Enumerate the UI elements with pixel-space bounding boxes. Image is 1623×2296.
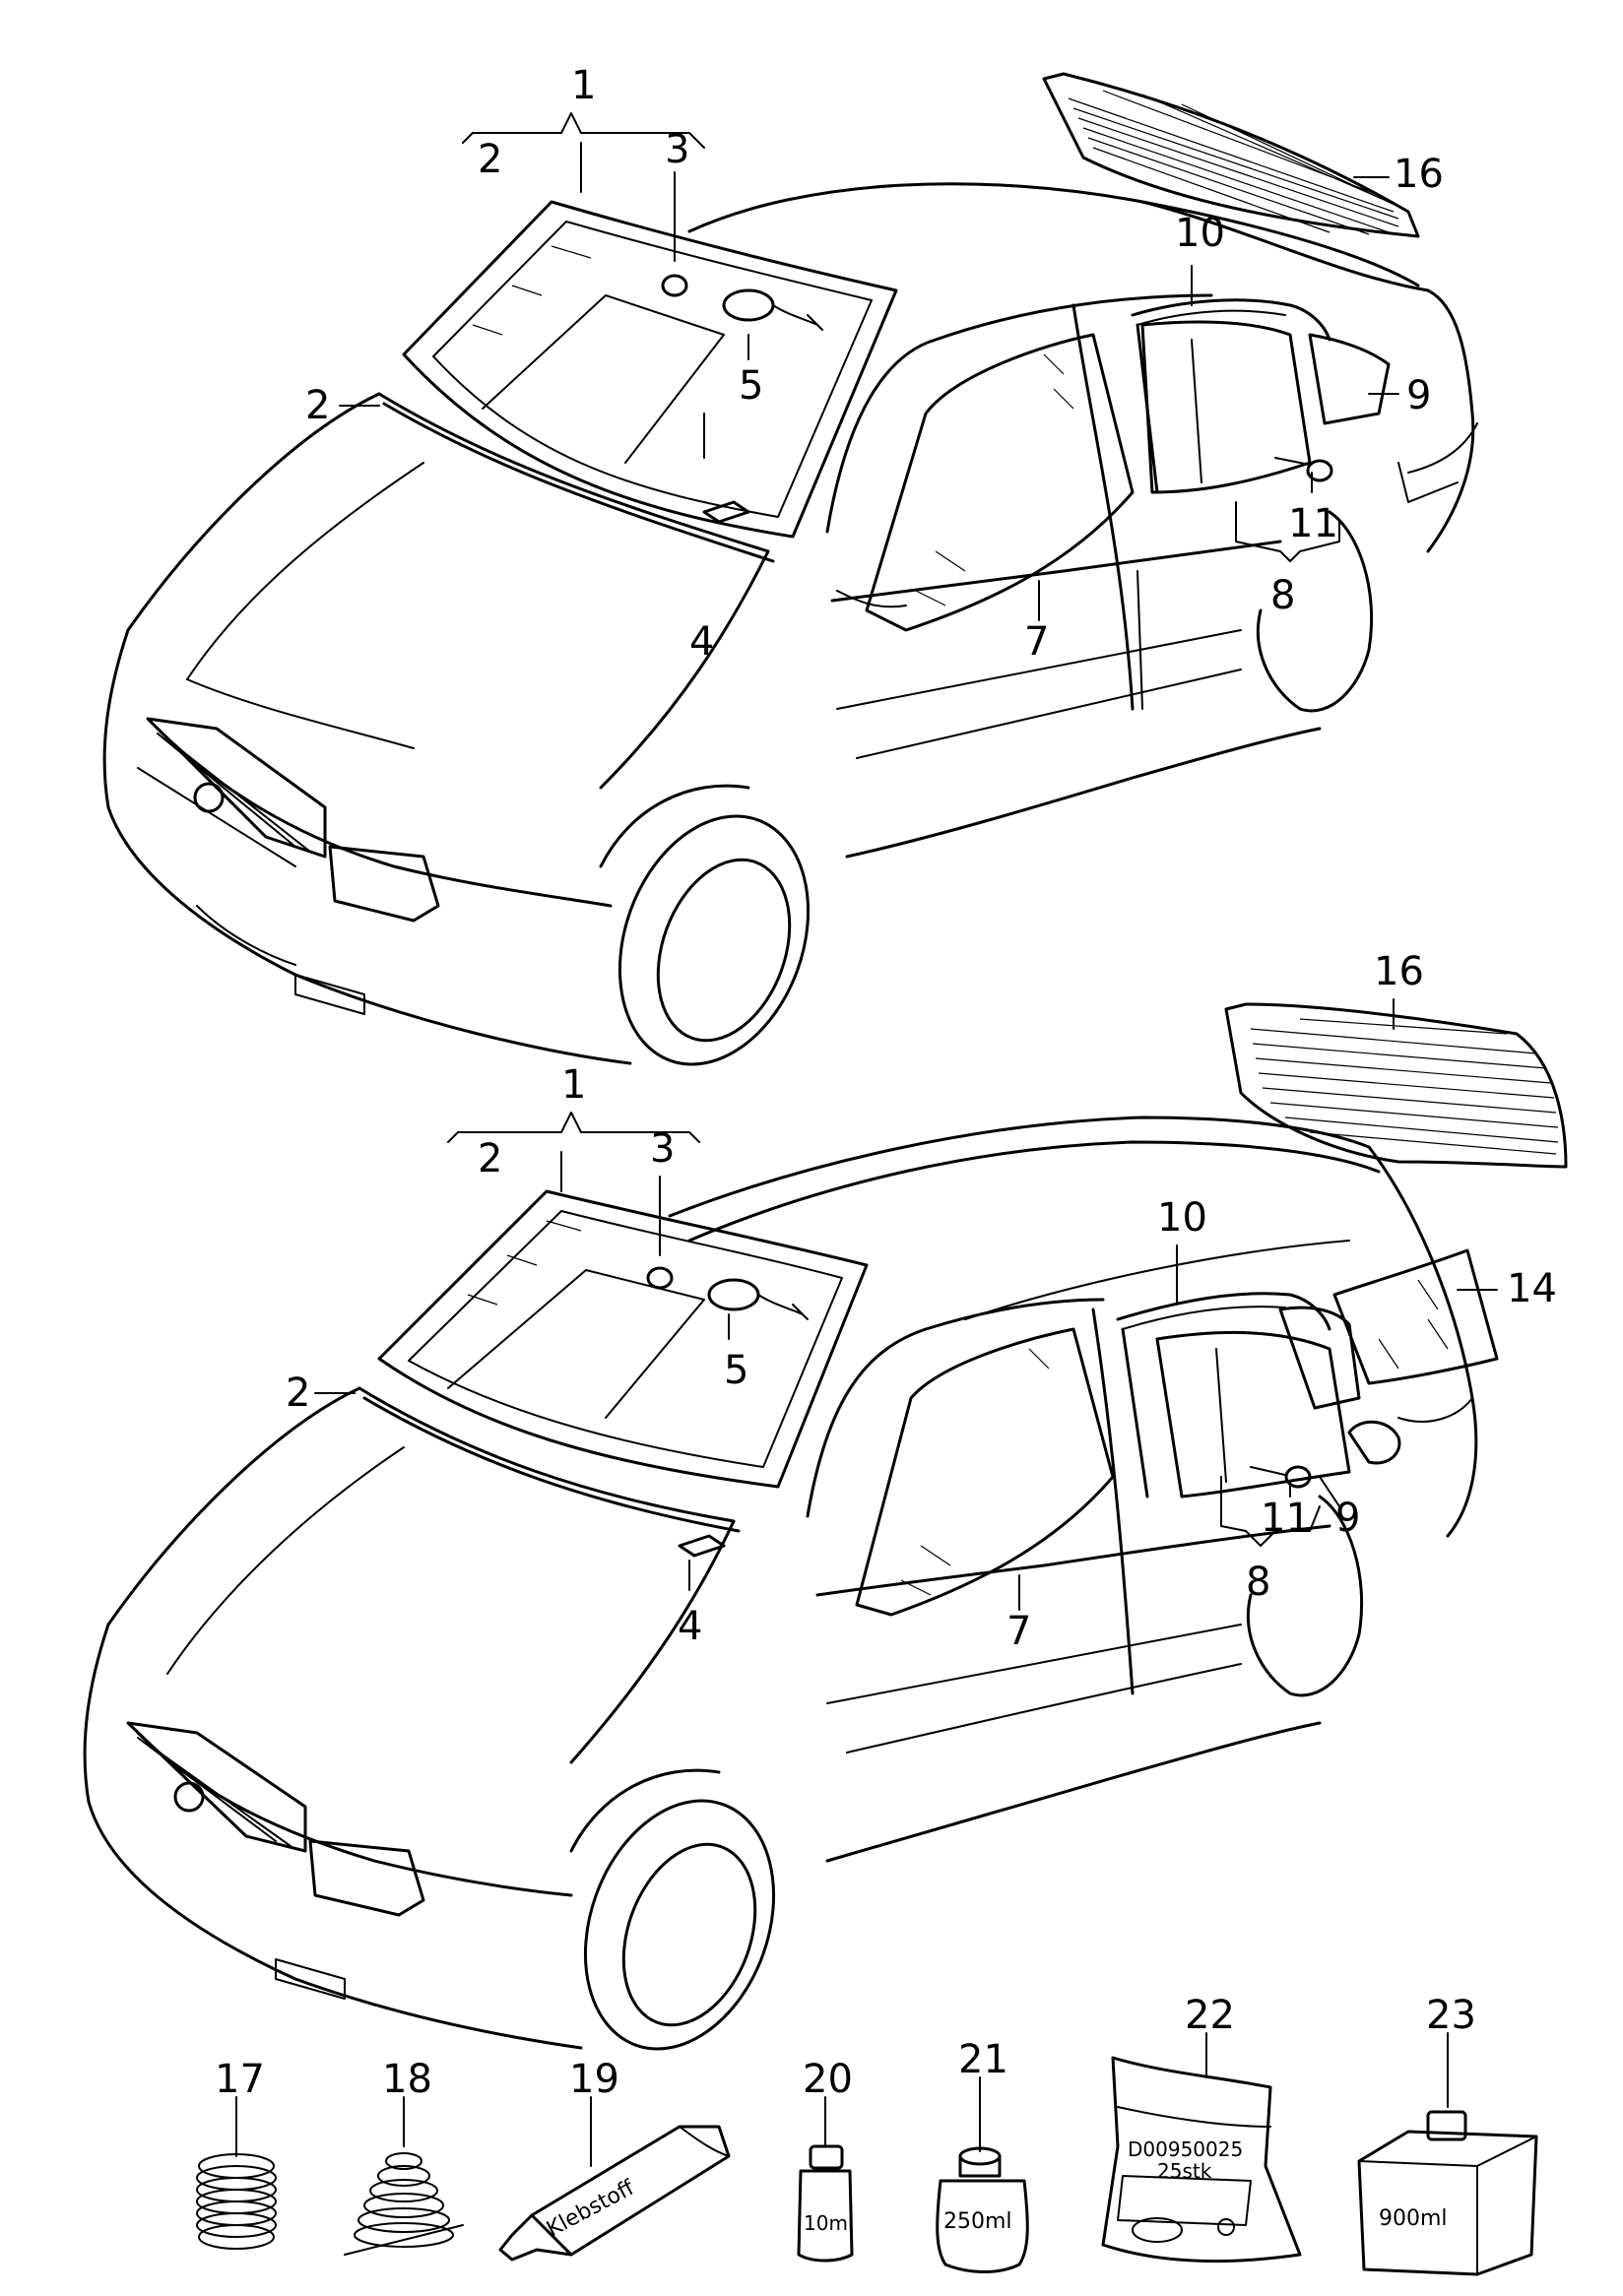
callout-21: 21 <box>958 2037 1008 2082</box>
callout-2a-top: 2 <box>478 137 502 182</box>
bottom-callout-numbers: 1 2 3 2 4 5 7 8 9 10 11 14 16 <box>286 949 1557 1654</box>
callout-20: 20 <box>803 2057 853 2102</box>
callout-10-bottom: 10 <box>1157 1195 1207 1241</box>
estate-car-icon <box>83 1116 1499 2051</box>
callout-1-top: 1 <box>571 63 596 108</box>
windshield-glass-icon <box>377 1189 869 1489</box>
callout-5-bottom: 5 <box>724 1348 748 1393</box>
bag-label-line2: 25stk <box>1157 2159 1212 2183</box>
callout-2b-bottom: 2 <box>286 1371 310 1416</box>
callout-8-top: 8 <box>1270 573 1295 618</box>
tube-label: Klebstoff <box>543 2175 639 2242</box>
bottle-small-label: 10ml <box>804 2211 854 2235</box>
bottom-callout-lines <box>314 998 1498 1611</box>
callout-8-bottom: 8 <box>1246 1560 1270 1605</box>
sedan-car-icon <box>102 182 1478 1066</box>
side-window-glass-icon <box>865 333 1135 632</box>
callout-4-top: 4 <box>689 619 714 665</box>
windshield-glass-icon <box>402 200 898 539</box>
callout-3-bottom: 3 <box>650 1126 675 1172</box>
callout-16-top: 16 <box>1394 152 1444 197</box>
bag-icon: D00950025 25stk <box>1101 2032 1302 2264</box>
callout-7-top: 7 <box>1024 619 1049 665</box>
callout-18: 18 <box>382 2057 432 2102</box>
spring-clip-icon <box>196 2096 277 2250</box>
callout-11-bottom: 11 <box>1261 1496 1311 1541</box>
callout-14-bottom: 14 <box>1507 1266 1557 1311</box>
callout-4-bottom: 4 <box>678 1604 702 1649</box>
rear-window-glass-icon <box>1224 1002 1568 1169</box>
top-callout-lines <box>339 112 1399 621</box>
callout-22: 22 <box>1185 1993 1235 2038</box>
bag-label-line1: D00950025 <box>1128 2137 1243 2161</box>
callout-2b-top: 2 <box>305 383 330 428</box>
callout-9-top: 9 <box>1406 373 1431 418</box>
bottle-medium-label: 250ml <box>943 2209 1012 2234</box>
callout-16-bottom: 16 <box>1374 949 1424 994</box>
can-label: 900ml <box>1379 2206 1448 2231</box>
top-callout-numbers: 1 2 3 2 4 5 7 8 9 10 11 16 <box>305 63 1444 665</box>
bottle-icon: 250ml <box>936 2076 1029 2273</box>
callout-3-top: 3 <box>665 127 689 172</box>
callout-1-bottom: 1 <box>561 1062 586 1108</box>
adhesive-tube-icon: Klebstoff <box>498 2096 731 2262</box>
callout-11-top: 11 <box>1288 501 1338 546</box>
parts-callout-numbers: 17 18 19 20 21 22 23 <box>215 1993 1476 2102</box>
callout-23: 23 <box>1426 1993 1476 2038</box>
can-icon: 900ml <box>1357 2032 1538 2276</box>
rear-window-glass-icon <box>1042 72 1420 238</box>
callout-10-top: 10 <box>1175 211 1225 256</box>
callout-9-bottom: 9 <box>1335 1496 1360 1541</box>
callout-2a-bottom: 2 <box>478 1136 502 1181</box>
side-window-glass-icon <box>855 1327 1115 1617</box>
callout-7-bottom: 7 <box>1006 1609 1031 1654</box>
spring-clip-icon <box>344 2096 464 2256</box>
bottle-icon: 10ml <box>797 2096 854 2263</box>
callout-17: 17 <box>215 2057 265 2102</box>
callout-5-top: 5 <box>739 363 763 409</box>
callout-19: 19 <box>569 2057 619 2102</box>
